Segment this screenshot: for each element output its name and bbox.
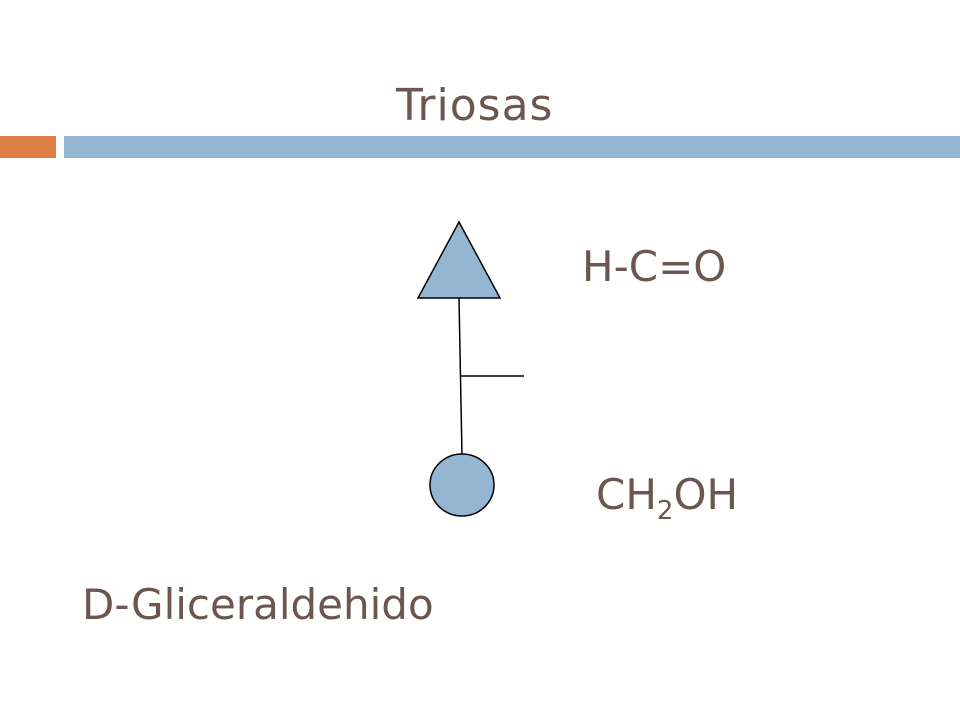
aldehyde-triangle-shape — [416, 220, 502, 299]
formula-prefix: CH — [596, 470, 657, 519]
aldehyde-group-formula: H-C=O — [582, 242, 727, 291]
slide-title: Triosas — [396, 80, 554, 131]
formula-suffix: OH — [673, 470, 739, 519]
title-accent-bar-orange — [0, 136, 56, 158]
hydroxymethyl-group-formula: CH2OH — [596, 470, 738, 536]
compound-name: D-Gliceraldehido — [82, 580, 434, 629]
terminal-circle-shape — [429, 453, 495, 517]
title-accent-bar-blue — [64, 136, 960, 158]
formula-subscript: 2 — [656, 496, 674, 526]
carbon-chain-line — [458, 297, 463, 457]
